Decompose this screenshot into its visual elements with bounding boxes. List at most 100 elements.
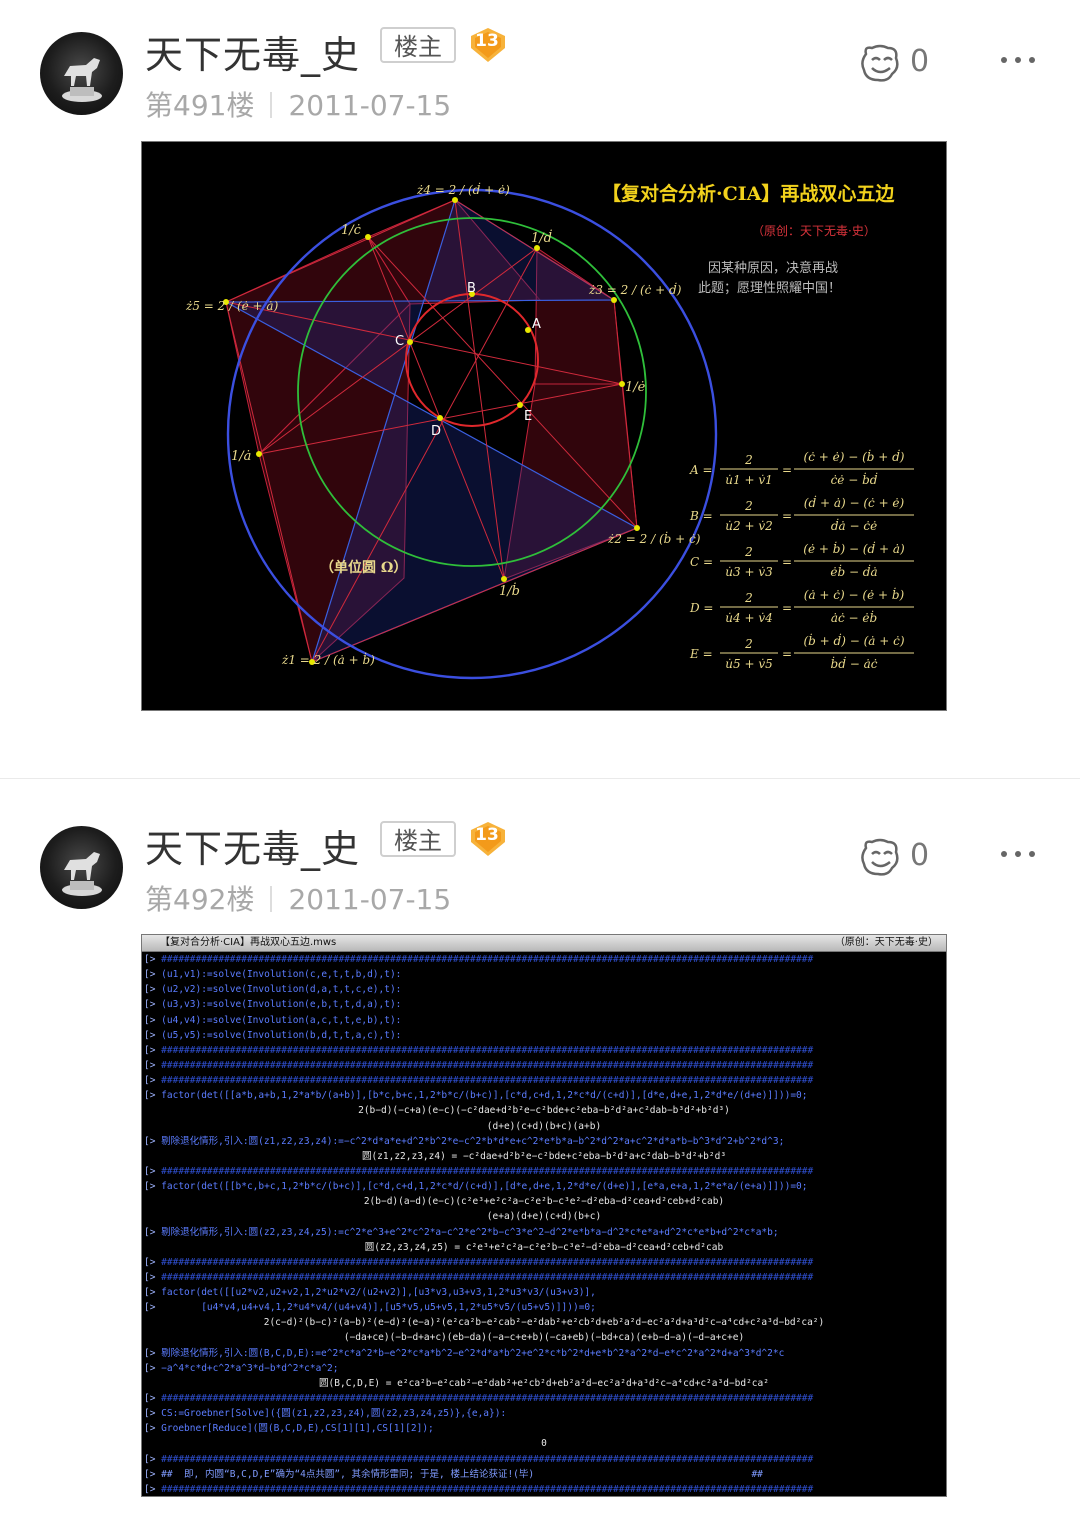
command-text: 剔除退化情形,引入:圆(z1,z2,z3,z4):=−c^2*d*a*e+d^2… [161,1135,785,1147]
hash-row: ########################################… [161,1044,814,1056]
like-button[interactable]: 0 [858,836,938,880]
formula-frac1-den: u̇4 + v̇4 [725,611,772,625]
worksheet-separator: [> #####################################… [144,1059,814,1071]
maple-window-title: 【复对合分析·CIA】再战双心五边.mws [160,937,337,948]
hash-row: ########################################… [161,1483,814,1495]
formula-lhs: D = [689,601,714,615]
z3-label: ż3 = 2 / (ċ + ḋ) [588,281,682,297]
hash-row: ########################################… [161,1165,814,1177]
formula-frac2-den: ȧċ − ėḃ [831,609,877,625]
command-text: (u4,v4):=solve(Involution(a,c,t,t,e,b),t… [161,1014,402,1026]
floor-number: 第492楼 [145,883,255,916]
tangent-label-c: 1/ċ [341,223,362,238]
worksheet-command: [> factor(det([[b*c,b+c,1,2*b*c/(b+c)],[… [144,1181,808,1193]
equals-sign: = [782,601,792,615]
horse-statue-icon [62,58,102,102]
formula-frac2-num: (ċ + ė) − (ḃ + ḋ) [804,448,905,464]
like-count: 0 [910,44,930,79]
worksheet-separator: [> #####################################… [144,1075,814,1087]
worksheet-command: [> factor(det([[u2*v2,u2+v2,1,2*u2*v2/(u… [144,1287,596,1299]
more-button[interactable] [996,844,1040,864]
post-date: 2011-07-15 [288,883,452,916]
command-text: (u3,v3):=solve(Involution(e,b,t,t,d,a),t… [161,999,402,1011]
figure-note-1: 因某种原因，决意再战 [708,260,838,276]
worksheet-separator: [> #####################################… [144,1453,814,1465]
worksheet-output: 圆(z1,z2,z3,z4) = −c²dae+d²b²e−c²bde+c²eb… [361,1150,727,1162]
more-button[interactable] [996,50,1040,70]
post-image-maple[interactable]: 【复对合分析·CIA】再战双心五边.mws （原创：天下无毒·史） [> ###… [141,934,947,1497]
meta-separator [270,886,273,912]
worksheet-command: [> 剔除退化情形,引入:圆(B,C,D,E):=e^2*c*a^2*b−e^2… [144,1347,785,1359]
command-text: factor(det([[u2*v2,u2+v2,1,2*u2*v2/(u2+v… [161,1287,596,1299]
like-button[interactable]: 0 [858,42,938,86]
owner-badge: 楼主 [380,821,456,857]
formula-frac2-den: ḋȧ − ċė [831,517,877,533]
level-number: 13 [475,825,499,845]
hash-row: ########################################… [161,1075,814,1087]
figure-title: 【复对合分析·CIA】再战双心五边 [602,182,895,205]
avatar[interactable] [40,32,123,115]
worksheet-command: [> (u5,v5):=solve(Involution(b,d,t,t,a,c… [144,1029,402,1041]
worksheet-command: [> factor(det([[a*b,a+b,1,2*a*b/(a+b)],[… [144,1090,808,1102]
formula-frac1-den: u̇3 + v̇3 [725,565,773,579]
username[interactable]: 天下无毒_史 [145,33,361,77]
worksheet-output: 0 [541,1438,547,1450]
worksheet-output: 圆(z2,z3,z4,z5) = c²e³+e²c²a−c²e²b−c³e²−d… [364,1241,724,1253]
like-face-icon [861,44,899,82]
formula-frac1-den: u̇2 + v̇2 [725,519,772,533]
worksheet-separator: [> #####################################… [144,1393,814,1405]
figure-note-2: 此题；愿理性照耀中国！ [698,281,841,296]
command-text: factor(det([[a*b,a+b,1,2*a*b/(a+b)],[b*c… [161,1090,808,1102]
formula-frac2-num: (ḃ + ḋ) − (ȧ + ċ) [803,632,904,648]
tangent-label-e: 1/ė [625,380,646,395]
formula-lhs: B = [689,509,713,523]
horse-statue-icon [62,852,102,896]
command-text: CS:=Groebner[Solve]({圆(z1,z2,z3,z4),圆(z2… [161,1408,507,1420]
worksheet-command: [> [u4*v4,u4+v4,1,2*u4*v4/(u4+v4)],[u5*v… [144,1302,596,1314]
command-text: Groebner[Reduce](圆(B,C,D,E),CS[1][1],CS[… [161,1423,434,1435]
hash-row: ########################################… [161,1453,814,1465]
command-text: (u1,v1):=solve(Involution(c,e,t,t,b,d),t… [161,969,402,981]
worksheet-output: 2(b−d)(−c+a)(e−c)(−c²dae+d²b²e−c²bde+c²e… [358,1105,730,1117]
formula-frac1-num: 2 [744,637,753,651]
meta-separator [270,92,273,118]
hash-row: ########################################… [161,1393,814,1405]
formula-frac2-num: (ė + ḃ) − (ḋ + ȧ) [803,540,905,556]
geometry-figure: B A C D E 1/ċ 1/ḋ 1/ė 1/ḃ 1/ȧ ż4 = 2 / (… [142,142,946,710]
username[interactable]: 天下无毒_史 [145,827,361,871]
z5-label: ż5 = 2 / (ė + ȧ) [185,299,279,313]
formula-frac1-num: 2 [744,591,753,605]
worksheet-command: [> 剔除退化情形,引入:圆(z2,z3,z4,z5):=c^2*e^3+e^2… [144,1226,779,1238]
hash-row: ########################################… [161,1271,814,1283]
command-text: [u4*v4,u4+v4,1,2*u4*v4/(u4+v4)],[u5*v5,u… [161,1302,596,1314]
worksheet-separator: [> #####################################… [144,1165,814,1177]
worksheet-command: [> Groebner[Reduce](圆(B,C,D,E),CS[1][1],… [144,1423,434,1435]
worksheet-comment: [> ## 即, 内圆“B,C,D,E”确为“4点共圆”, 其余情形雷同; 于是… [144,1468,763,1480]
formula-frac2-den: ėḃ − ḋȧ [830,563,877,579]
label-A: A [532,317,541,332]
formula-frac1-num: 2 [744,499,753,513]
command-text: (u2,v2):=solve(Involution(d,a,t,t,c,e),t… [161,984,402,996]
z1-label: ż1 = 2 / (ȧ + ḃ) [281,651,375,667]
worksheet-separator: [> #####################################… [144,1483,814,1495]
worksheet-command: [> (u3,v3):=solve(Involution(e,b,t,t,d,a… [144,999,402,1011]
post-image-geometry[interactable]: B A C D E 1/ċ 1/ḋ 1/ė 1/ḃ 1/ȧ ż4 = 2 / (… [141,141,947,711]
command-text: −a^4*c*d+c^2*a^3*d−b*d^2*c*a^2; [161,1362,339,1374]
worksheet-separator: [> #####################################… [144,954,814,965]
worksheet-output: 2(c−d)²(b−c)²(a−b)²(e−d)²(e−a)²(e²ca²b−e… [263,1317,825,1329]
command-text: 剔除退化情形,引入:圆(z2,z3,z4,z5):=c^2*e^3+e^2*c^… [161,1226,779,1238]
worksheet-command: [> (u2,v2):=solve(Involution(d,a,t,t,c,e… [144,984,402,996]
worksheet-separator: [> #####################################… [144,1256,814,1268]
label-B: B [467,281,476,296]
floor-number: 第491楼 [145,89,255,122]
maple-window-author: （原创：天下无毒·史） [834,937,938,948]
tangent-label-a: 1/ȧ [231,449,251,464]
post-divider [0,778,1080,779]
worksheet-command: [> 剔除退化情形,引入:圆(z1,z2,z3,z4):=−c^2*d*a*e+… [144,1135,785,1147]
z2-label: ż2 = 2 / (ḃ + ċ) [607,530,701,546]
worksheet-output: (e+a)(d+e)(c+d)(b+c) [486,1211,602,1223]
avatar[interactable] [40,826,123,909]
formula-frac2-den: ḃḋ − ȧċ [831,655,878,671]
comment-text: ## 即, 内圆“B,C,D,E”确为“4点共圆”, 其余情形雷同; 于是, 楼… [161,1468,763,1480]
